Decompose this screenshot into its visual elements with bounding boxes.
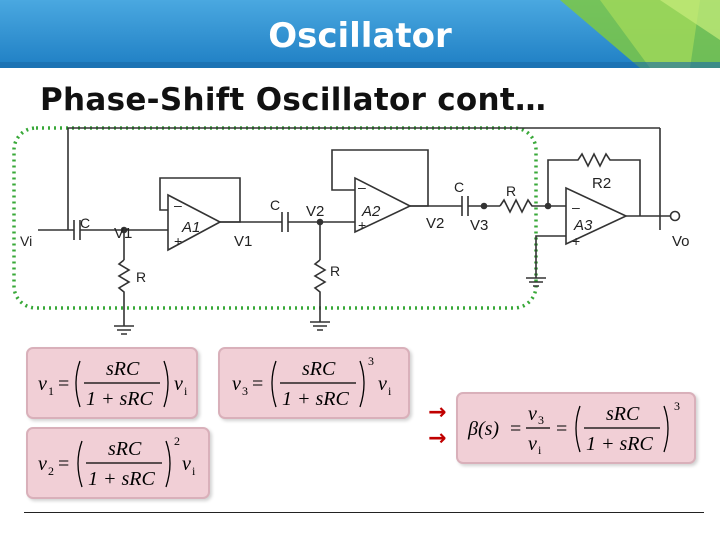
svg-text:1: 1 (48, 384, 54, 398)
resistor-r1 (117, 259, 131, 300)
svg-text:1 + sRC: 1 + sRC (586, 433, 653, 455)
a3-plus: + (572, 233, 580, 249)
node-v3 (480, 202, 488, 210)
capacitor-c3 (461, 196, 469, 216)
svg-text:v: v (38, 453, 47, 475)
svg-text:v: v (174, 373, 183, 395)
svg-text:sRC: sRC (106, 358, 140, 380)
a3-minus: – (572, 199, 580, 215)
label-a3: A3 (573, 217, 593, 234)
label-r1: R (136, 269, 146, 285)
header-banner: Oscillator (0, 0, 720, 68)
svg-text:3: 3 (538, 413, 544, 427)
svg-text:1 + sRC: 1 + sRC (282, 388, 349, 410)
a1-feedback (159, 177, 241, 223)
resistor-rf (547, 152, 641, 216)
label-v3: V3 (470, 217, 488, 234)
a1-plus: + (174, 233, 182, 249)
svg-text:=: = (252, 373, 263, 395)
banner-graphic (0, 0, 720, 68)
label-a2: A2 (361, 203, 381, 220)
resistor-r3 (499, 198, 566, 214)
label-v2-b: V2 (426, 215, 444, 232)
arrow-1: → (428, 400, 447, 425)
svg-text:3: 3 (242, 384, 248, 398)
svg-text:v: v (528, 403, 537, 425)
equation-v1-box: v 1 = sRC 1 + sRC v i (26, 347, 198, 419)
svg-text:i: i (538, 443, 542, 457)
svg-text:=: = (510, 418, 521, 440)
svg-text:=: = (556, 418, 567, 440)
svg-text:3: 3 (674, 399, 680, 413)
output-terminal (669, 210, 681, 222)
label-c1: C (80, 215, 90, 231)
label-vo: Vo (672, 233, 690, 250)
svg-text:sRC: sRC (108, 438, 142, 460)
svg-text:i: i (184, 384, 188, 398)
svg-text:v: v (378, 373, 387, 395)
label-v2-a: V2 (306, 203, 324, 220)
capacitor-c2 (281, 212, 289, 232)
svg-text:1 + sRC: 1 + sRC (86, 388, 153, 410)
svg-text:sRC: sRC (302, 358, 336, 380)
feedback-wire (67, 127, 661, 230)
svg-text:3: 3 (368, 354, 374, 368)
resistor-r2 (313, 259, 327, 300)
label-vi: Vi (20, 233, 32, 249)
svg-text:2: 2 (48, 464, 54, 478)
ground-2 (310, 300, 330, 331)
equation-v2: v 2 = sRC 1 + sRC 2 v i (38, 434, 196, 490)
a2-minus: – (358, 179, 366, 195)
svg-text:=: = (58, 453, 69, 475)
label-r3: R (506, 183, 516, 199)
label-a1: A1 (181, 219, 200, 236)
svg-text:v: v (528, 433, 537, 455)
equation-v3-box: v 3 = sRC 1 + sRC 3 v i (218, 347, 410, 419)
a2-plus: + (358, 217, 366, 233)
ground-1 (114, 300, 134, 335)
svg-text:i: i (192, 464, 196, 478)
label-r2: R (330, 263, 340, 279)
equation-v1: v 1 = sRC 1 + sRC v i (38, 358, 188, 410)
svg-text:2: 2 (174, 434, 180, 448)
svg-text:v: v (182, 453, 191, 475)
equation-v3: v 3 = sRC 1 + sRC 3 v i (232, 354, 392, 410)
a2-feedback (331, 149, 429, 207)
svg-text:β(s): β(s) (467, 418, 499, 440)
equation-beta: β(s) = v 3 v i = sRC 1 + sRC 3 (467, 399, 680, 457)
a1-minus: – (174, 197, 182, 213)
label-rf: R2 (592, 175, 611, 192)
svg-text:v: v (232, 373, 241, 395)
circuit-diagram: Vi C V1 R – + A1 V1 C V2 R – + A2 V2 C V… (12, 126, 690, 335)
opamp-a2 (354, 176, 412, 234)
footer-rule (24, 512, 704, 513)
svg-text:v: v (38, 373, 47, 395)
label-c3: C (454, 179, 464, 195)
arrow-2: → (428, 426, 447, 451)
equation-v2-box: v 2 = sRC 1 + sRC 2 v i (26, 427, 210, 499)
feedback-network-outline (12, 126, 538, 310)
svg-text:sRC: sRC (606, 403, 640, 425)
svg-text:i: i (388, 384, 392, 398)
svg-text:=: = (58, 373, 69, 395)
page-subtitle: Phase-Shift Oscillator cont… (40, 82, 547, 118)
ground-3 (526, 235, 566, 287)
label-v1-a: V1 (114, 225, 132, 242)
svg-text:1 + sRC: 1 + sRC (88, 468, 155, 490)
label-c2: C (270, 197, 280, 213)
label-v1-b: V1 (234, 233, 252, 250)
slide-title: Oscillator (268, 16, 452, 56)
opamp-a1 (167, 193, 222, 252)
equation-beta-box: β(s) = v 3 v i = sRC 1 + sRC 3 (456, 392, 696, 464)
opamp-a3 (565, 186, 628, 246)
